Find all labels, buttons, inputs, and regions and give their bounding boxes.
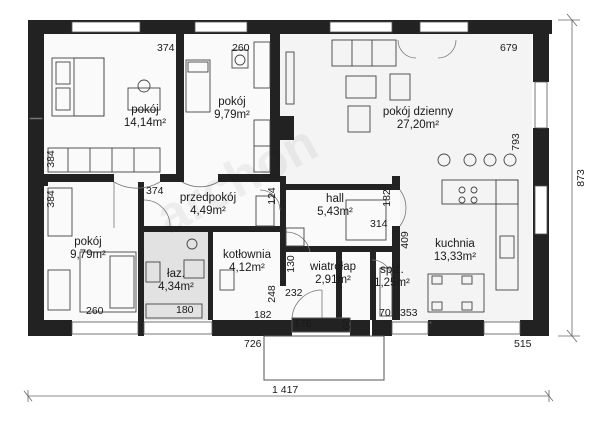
room-area: 5,43m²	[317, 206, 353, 218]
dim-label: 60	[340, 318, 353, 330]
door-swings	[113, 39, 457, 321]
room-area: 2,91m²	[315, 274, 351, 286]
dim-label: 130	[284, 255, 297, 273]
room-area: 14,14m²	[123, 117, 167, 129]
windows	[29, 21, 548, 335]
room-area: 9,79m²	[214, 109, 250, 121]
bathtub	[145, 303, 203, 319]
dim-label: 515	[514, 338, 532, 350]
room-living: pokój dzienny 27,20m²	[370, 106, 466, 132]
room-name: łaz.	[167, 268, 185, 280]
room-name: przedpokój	[179, 192, 237, 204]
room-hallway: przedpokój 4,49m²	[168, 192, 248, 218]
room-name: kuchnia	[435, 238, 475, 250]
bed-2	[185, 59, 211, 113]
bed-3	[79, 251, 137, 313]
dim-label: 182	[254, 309, 272, 321]
dim-label: 182	[380, 189, 393, 207]
sofa	[331, 39, 397, 67]
dim-label: 260	[86, 305, 104, 317]
wardrobe-1	[47, 147, 161, 173]
dim-label: 260	[232, 42, 250, 54]
room-area: 13,33m²	[433, 251, 477, 263]
dim-label: 314	[370, 218, 388, 230]
dim-label: 384	[44, 150, 57, 168]
dim-label: 1 417	[272, 384, 299, 396]
dim-label: 793	[509, 133, 522, 151]
dim-label: 384	[44, 190, 57, 208]
dim-label: 873	[574, 169, 587, 187]
room-name: spiż.	[380, 264, 404, 276]
room-area: 4,12m²	[229, 262, 265, 274]
dim-label: 374	[157, 42, 175, 54]
interior-walls	[44, 34, 537, 320]
room-name: wiatrołap	[309, 261, 357, 273]
room-name: pokój	[131, 104, 159, 116]
dim-label: 180	[176, 304, 194, 316]
room-hall: hall 5,43m²	[300, 193, 370, 219]
exterior-walls	[28, 20, 552, 336]
room-name: pokój	[74, 236, 102, 248]
room-bedroom-1: pokój 14,14m²	[105, 104, 185, 130]
room-area: 27,20m²	[396, 119, 440, 131]
room-area: 1,25m²	[374, 277, 410, 289]
dim-label: 176	[294, 318, 312, 330]
dim-label: 726	[244, 338, 262, 350]
room-area: 9,79m²	[70, 249, 106, 261]
room-bedroom-2: pokój 9,79m²	[192, 96, 272, 122]
dining-table	[427, 273, 485, 313]
dim-label: 353	[400, 307, 418, 319]
room-bedroom-3: pokój 9,79m²	[48, 236, 128, 262]
dim-label: 232	[285, 287, 303, 299]
dim-label: 248	[265, 285, 278, 303]
room-name: pokój	[218, 96, 246, 108]
dimension-lines	[23, 13, 580, 402]
room-area: 4,49m²	[190, 205, 226, 217]
dim-label: 374	[146, 185, 164, 197]
room-pantry: spiż. 1,25m²	[370, 264, 414, 290]
furniture	[47, 39, 519, 319]
room-area: 4,34m²	[158, 281, 194, 293]
dim-label: 409	[398, 231, 411, 249]
room-name: kotłownia	[223, 249, 271, 261]
dim-label: 70	[379, 307, 391, 319]
room-vestibule: wiatrołap 2,91m²	[300, 261, 366, 287]
dim-label: 679	[500, 42, 518, 54]
room-boiler: kotłownia 4,12m²	[214, 249, 280, 275]
terrace	[263, 317, 385, 381]
floor-areas	[42, 34, 532, 324]
dim-label: 124	[265, 187, 278, 205]
bathroom-floor	[143, 232, 208, 320]
room-name: pokój dzienny	[382, 106, 454, 118]
room-bathroom: łaz. 4,34m²	[144, 268, 208, 294]
room-name: hall	[326, 193, 344, 205]
room-kitchen: kuchnia 13,33m²	[418, 238, 492, 264]
